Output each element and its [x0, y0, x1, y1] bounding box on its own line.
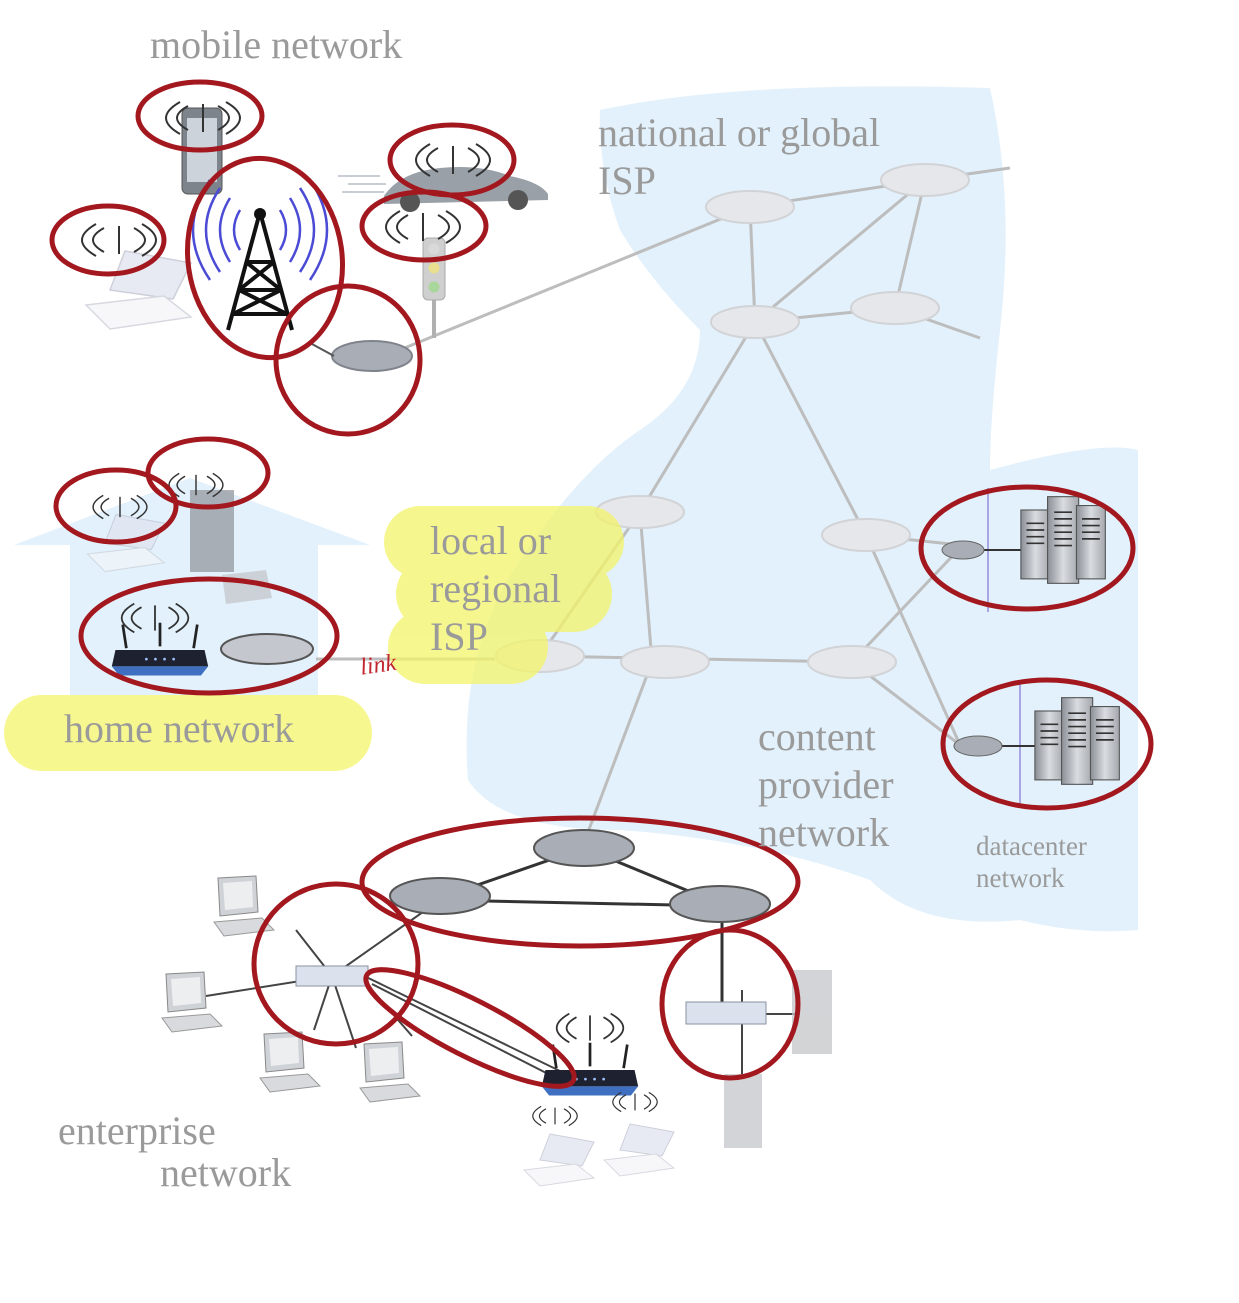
server-rack-icon: [1033, 696, 1121, 786]
red-annotations: [49, 79, 1154, 1089]
text-labels: mobile network national or global ISP lo…: [58, 22, 1087, 1195]
regional-isp-line1: local or: [430, 518, 551, 563]
router-node: [620, 645, 710, 679]
desktop-tower-icon: [190, 490, 234, 572]
datacenter-label-line1: datacenter: [976, 831, 1087, 861]
enterprise-switch: [295, 965, 369, 987]
wireless-icon: [165, 101, 241, 135]
isp-label-line1: national or global: [598, 110, 880, 155]
router-node: [850, 291, 940, 325]
isp-label-line2: ISP: [598, 158, 656, 203]
home-router: [220, 633, 314, 665]
home-network-icons: [86, 472, 314, 677]
laptop-icon: [523, 1133, 595, 1187]
wireless-icon: [385, 210, 461, 244]
mobile-gateway-router: [331, 340, 413, 372]
router-node: [710, 305, 800, 339]
enterprise-label-line2: network: [160, 1150, 291, 1195]
wireless-icon: [81, 223, 157, 257]
enterprise-router: [533, 829, 635, 867]
content-provider-line3: network: [758, 810, 889, 855]
car-icon: [338, 167, 548, 212]
router-node: [880, 163, 970, 197]
traffic-light-icon: [422, 237, 446, 338]
server-rack-icon: [1020, 495, 1107, 585]
home-network-label: home network: [64, 706, 294, 751]
router-node: [821, 518, 911, 552]
mobile-network-icons: [81, 101, 548, 372]
link-annotation: link: [359, 650, 399, 681]
router-node: [705, 190, 795, 224]
content-provider-line1: content: [758, 714, 876, 759]
regional-isp-line3: ISP: [430, 614, 488, 659]
enterprise-router: [669, 885, 771, 923]
desktop-pc-icon: [359, 1041, 421, 1103]
wireless-icon: [532, 1105, 578, 1127]
enterprise-network: [161, 829, 832, 1187]
datacenter-router: [941, 540, 985, 560]
desktop-pc-icon: [161, 971, 223, 1033]
enterprise-switch: [685, 1001, 767, 1025]
isp-region: [466, 86, 1139, 932]
enterprise-router: [389, 877, 491, 915]
regional-isp-line2: regional: [430, 566, 561, 611]
datacenter-icons: [941, 488, 1121, 806]
cell-tower-icon: [191, 179, 329, 331]
router-node: [807, 645, 897, 679]
enterprise-label-line1: enterprise: [58, 1108, 216, 1153]
laptop-icon: [603, 1123, 675, 1177]
content-provider-line2: provider: [758, 762, 894, 807]
laptop-icon: [85, 250, 192, 330]
datacenter-label-line2: network: [976, 863, 1065, 893]
datacenter-router: [953, 735, 1003, 757]
yellow-highlights: [4, 506, 624, 771]
mobile-network-label: mobile network: [150, 22, 402, 67]
wireless-icon: [555, 1012, 625, 1044]
